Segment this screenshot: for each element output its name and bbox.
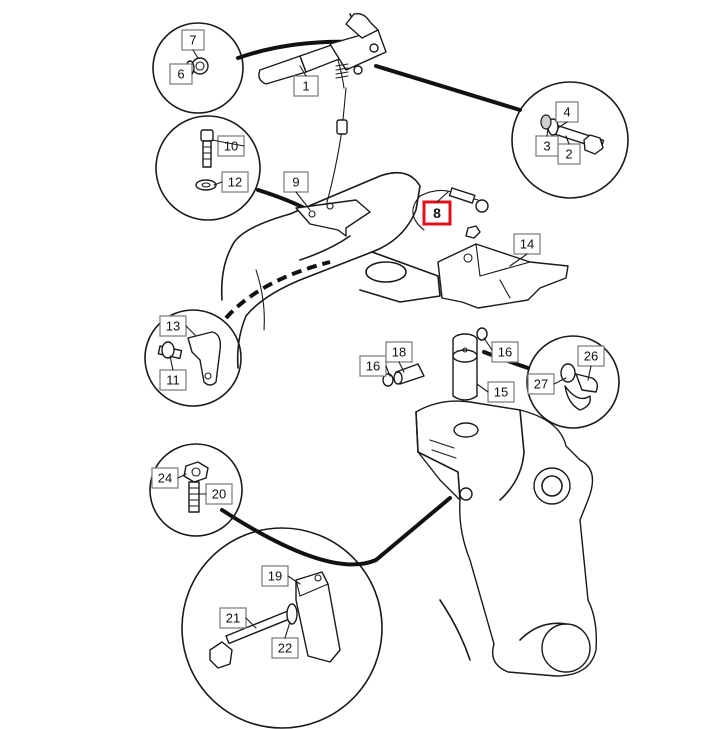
pivot-pin <box>452 327 488 401</box>
callout-labels: 1 2 3 4 6 7 8 9 10 11 12 13 14 15 16 16 <box>151 29 605 659</box>
label-pointers <box>169 49 592 639</box>
callout-14: 14 <box>520 237 534 252</box>
detail-circle-bolt-washers <box>511 81 629 199</box>
callout-24: 24 <box>158 471 172 486</box>
callout-7: 7 <box>189 33 196 48</box>
callout-16-left: 16 <box>366 359 380 374</box>
callout-6: 6 <box>177 67 184 82</box>
callout-4: 4 <box>563 105 570 120</box>
control-cable <box>325 87 489 239</box>
callout-20: 20 <box>212 487 226 502</box>
detail-circle-block-bolt <box>181 527 383 729</box>
callout-16-right: 16 <box>498 345 512 360</box>
boom-arm <box>415 400 598 677</box>
detail-circle-bolt-washer <box>155 115 261 221</box>
callout-19: 19 <box>268 569 282 584</box>
detail-circle-pin-clip <box>526 335 620 429</box>
latch-plate <box>437 243 569 309</box>
cable-bracket <box>295 199 371 237</box>
callout-27: 27 <box>534 377 548 392</box>
detail-circle-nut-stud <box>149 443 243 537</box>
callout-18: 18 <box>392 345 406 360</box>
small-pin <box>382 363 425 387</box>
callout-1: 1 <box>302 79 309 94</box>
callout-13: 13 <box>166 319 180 334</box>
callout-26: 26 <box>584 349 598 364</box>
callout-9: 9 <box>292 175 299 190</box>
detail-circle-bracket-bolt <box>144 309 242 407</box>
callout-2: 2 <box>565 147 572 162</box>
main-frame <box>220 171 441 369</box>
callout-12: 12 <box>228 175 242 190</box>
control-lever <box>258 12 387 89</box>
callout-8: 8 <box>433 205 441 221</box>
callout-3: 3 <box>543 139 550 154</box>
callout-22: 22 <box>278 641 292 656</box>
callout-10: 10 <box>224 139 238 154</box>
callout-11: 11 <box>166 373 180 388</box>
callout-15: 15 <box>494 385 508 400</box>
callout-21: 21 <box>226 611 240 626</box>
